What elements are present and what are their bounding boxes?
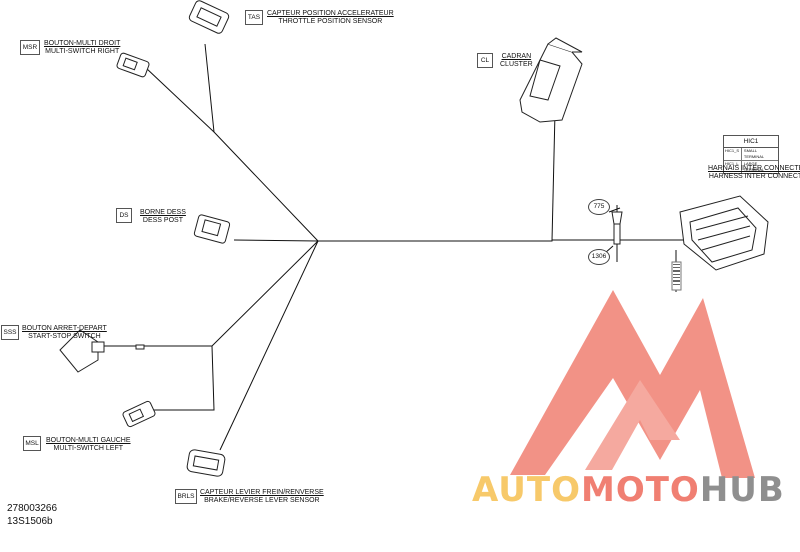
ds-connector (193, 214, 231, 244)
cl-label-fr: CADRAN (501, 53, 532, 60)
hic-table-row: HIC1_L LARGE TERMINAL (724, 161, 778, 173)
sss-label-en: START-STOP SWITCH (28, 333, 101, 340)
tas-label-fr: CAPTEUR POSITION ACCELERATEUR (267, 10, 394, 17)
hic-label-en: HARNESS INTER CONNECTOR (708, 173, 800, 180)
part-number: 278003266 (7, 503, 58, 514)
sss-label: BOUTON ARRET-DEPART START-STOP SWITCH (22, 325, 107, 341)
brls-label-en: BRAKE/REVERSE LEVER SENSOR (204, 497, 320, 504)
msl-label-fr: BOUTON-MULTI GAUCHE (46, 437, 131, 444)
hic-table-title: HIC1 (724, 136, 778, 148)
label-tag-graphic (671, 261, 682, 291)
sss-label-fr: BOUTON ARRET-DEPART (22, 325, 107, 332)
brls-label-fr: CAPTEUR LEVIER FREIN/RENVERSE (200, 489, 324, 496)
msr-label: BOUTON-MULTI DROIT MULTI-SWITCH RIGHT (44, 40, 120, 56)
hic-row-desc: SMALL TERMINAL (743, 148, 765, 159)
ds-code: DS (116, 208, 132, 223)
watermark-text: AUTOMOTOHUB (472, 470, 785, 510)
fastener-775-graphic (611, 211, 623, 245)
ds-label: BORNE DESS DESS POST (140, 209, 186, 225)
msr-label-en: MULTI-SWITCH RIGHT (45, 48, 120, 55)
ds-label-fr: BORNE DESS (140, 209, 186, 216)
sss-connector (59, 329, 145, 373)
msr-connector (116, 52, 150, 78)
callout-1306: 1306 (588, 249, 610, 265)
tas-connector (188, 0, 230, 34)
brls-connector (186, 449, 226, 477)
tas-label-en: THROTTLE POSITION SENSOR (278, 18, 383, 25)
watermark-auto: AUTO (472, 470, 581, 510)
cl-label-en: CLUSTER (500, 61, 533, 68)
msl-label-en: MULTI-SWITCH LEFT (53, 445, 123, 452)
msl-code: MSL (23, 436, 41, 451)
msl-label: BOUTON-MULTI GAUCHE MULTI-SWITCH LEFT (46, 437, 131, 453)
callout-775: 775 (588, 199, 610, 215)
tas-label: CAPTEUR POSITION ACCELERATEUR THROTTLE P… (267, 10, 394, 26)
watermark-hub: HUB (699, 470, 785, 510)
hic-row-id: HIC1_S (724, 148, 742, 160)
msr-label-fr: BOUTON-MULTI DROIT (44, 40, 121, 47)
tas-code: TAS (245, 10, 263, 25)
cl-code: CL (477, 53, 493, 68)
watermark-moto: MOTO (580, 470, 700, 510)
hic-connector (679, 195, 769, 271)
cl-connector (519, 37, 583, 123)
ds-label-en: DESS POST (142, 217, 183, 224)
hic-table: HIC1 HIC1_S SMALL TERMINAL HIC1_L LARGE … (723, 135, 779, 174)
msl-connector (122, 400, 156, 428)
brls-label: CAPTEUR LEVIER FREIN/RENVERSE BRAKE/REVE… (200, 489, 324, 505)
msr-code: MSR (20, 40, 40, 55)
hic-label: HARNAIS INTER CONNECTEUR HARNESS INTER C… (708, 165, 800, 181)
hic-table-row: HIC1_S SMALL TERMINAL (724, 148, 778, 161)
hic-row-desc: LARGE TERMINAL (743, 161, 764, 172)
sss-code: SSS (1, 325, 19, 340)
hic-row-id: HIC1_L (724, 161, 742, 173)
cl-label: CADRAN CLUSTER (500, 53, 533, 69)
revision-code: 13S1506b (7, 516, 53, 527)
hic-label-fr: HARNAIS INTER CONNECTEUR (708, 165, 800, 172)
brls-code: BRLS (175, 489, 197, 504)
